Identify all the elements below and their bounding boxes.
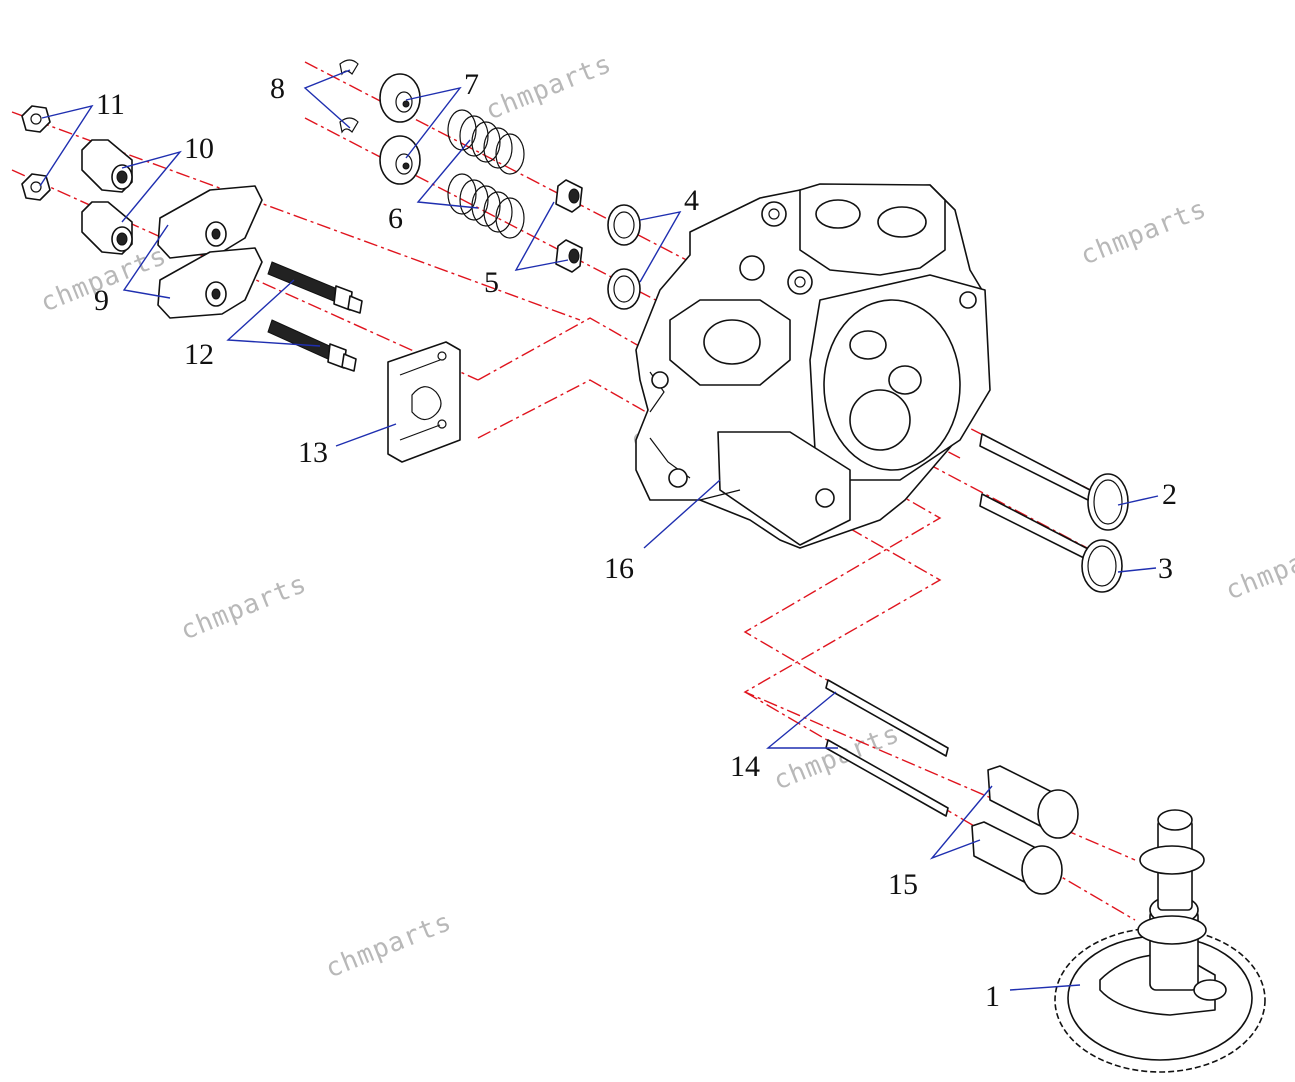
valves	[979, 433, 1129, 593]
leader-lines	[39, 69, 1159, 991]
studs	[267, 261, 363, 372]
callout-1: 1	[985, 980, 1000, 1013]
callout-10: 10	[184, 132, 214, 165]
watermark: chmparts	[1221, 529, 1295, 607]
watermark: chmparts	[176, 569, 311, 647]
valve-springs	[447, 109, 525, 239]
callout-3: 3	[1158, 552, 1173, 585]
cylinder-head	[635, 183, 991, 549]
callout-14: 14	[730, 750, 760, 783]
gasket	[387, 341, 461, 463]
callout-7: 7	[464, 68, 479, 101]
callout-11: 11	[96, 88, 125, 121]
callout-16: 16	[604, 552, 634, 585]
spring-washers	[607, 204, 641, 310]
watermark: chmparts	[1076, 194, 1211, 272]
camshaft-gear	[1054, 809, 1266, 1073]
rocker-nuts	[21, 105, 51, 201]
callout-2: 2	[1162, 478, 1177, 511]
callout-5: 5	[484, 266, 499, 299]
watermark: chmparts	[321, 907, 456, 985]
tappets	[971, 765, 1079, 895]
callout-8: 8	[270, 72, 285, 105]
callout-15: 15	[888, 868, 918, 901]
push-rods	[825, 679, 949, 817]
valve-stem-seals	[555, 179, 583, 273]
watermark: chmparts	[481, 49, 616, 127]
rocker-arms	[157, 185, 263, 319]
callout-13: 13	[298, 436, 328, 469]
rocker-shaft-bushings	[81, 139, 133, 255]
callout-6: 6	[388, 202, 403, 235]
callout-4: 4	[684, 184, 699, 217]
callouts: 1 2 3 4 5 6 7 8 9 10 11 12 13 14 15 16	[94, 68, 1177, 1013]
spring-retainers	[379, 73, 421, 185]
callout-9: 9	[94, 284, 109, 317]
callout-12: 12	[184, 338, 214, 371]
